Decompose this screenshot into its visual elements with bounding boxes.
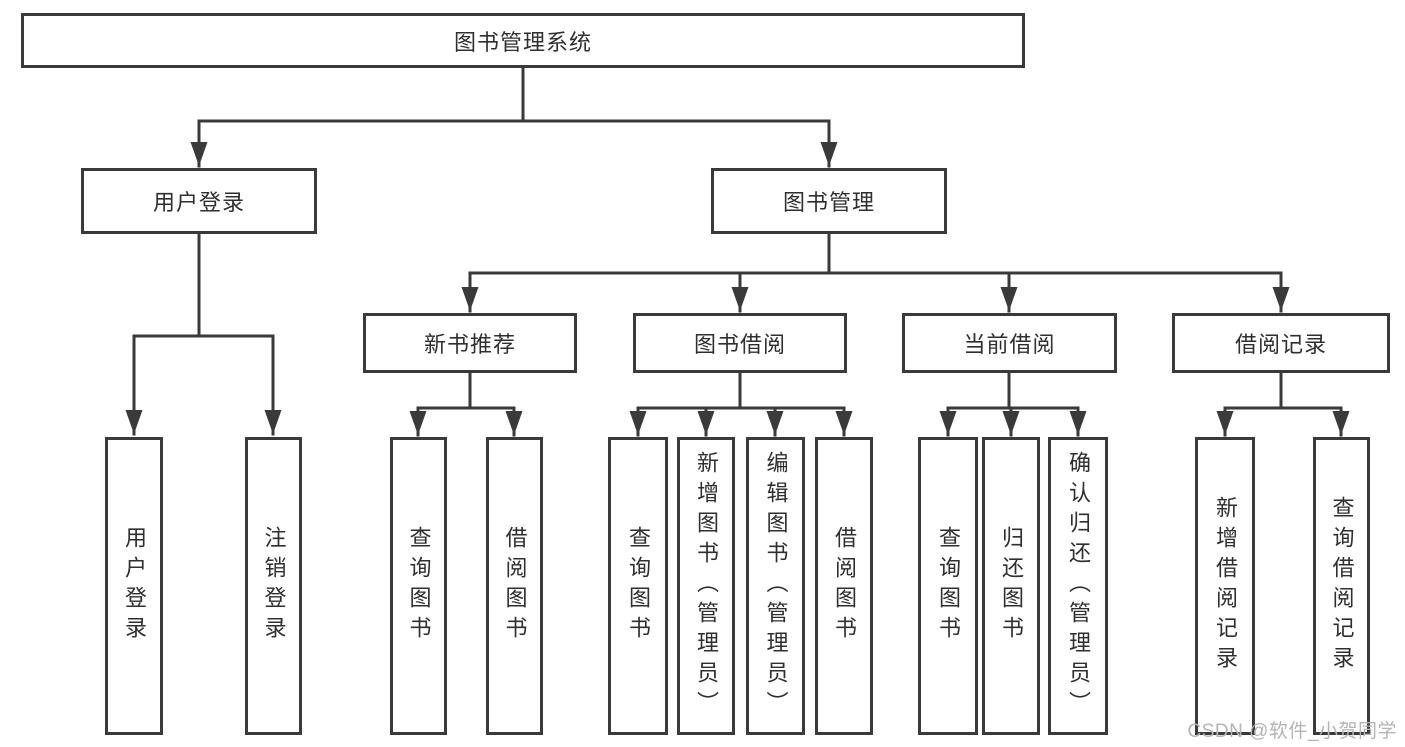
leaf-label: 查询图书 [626, 526, 651, 646]
leaf-label: 确认归还（管理员） [1066, 451, 1091, 721]
leaf-label: 新增图书（管理员） [694, 451, 719, 721]
leaf-edit-books-admin: 编辑图书（管理员） [746, 437, 805, 735]
leaf-query-books-recommend: 查询图书 [390, 437, 447, 735]
leaf-borrow-books-recommend: 借阅图书 [486, 437, 543, 735]
leaf-label: 借阅图书 [502, 526, 528, 646]
leaf-borrow-books: 借阅图书 [815, 437, 873, 735]
leaf-label: 归还图书 [999, 526, 1024, 646]
leaf-query-borrow-record: 查询借阅记录 [1313, 437, 1370, 735]
leaf-label: 查询图书 [406, 526, 432, 646]
leaf-query-books-current: 查询图书 [918, 437, 978, 735]
node-borrow-records: 借阅记录 [1172, 313, 1390, 373]
node-current-borrow: 当前借阅 [902, 313, 1117, 373]
leaf-add-borrow-record: 新增借阅记录 [1195, 437, 1255, 735]
leaf-user-login: 用户登录 [105, 437, 163, 735]
leaf-label: 查询借阅记录 [1329, 496, 1355, 676]
leaf-label: 借阅图书 [832, 526, 857, 646]
node-root-library-system: 图书管理系统 [21, 13, 1025, 68]
node-book-borrow: 图书借阅 [633, 313, 847, 373]
node-user-login: 用户登录 [81, 168, 317, 234]
leaf-confirm-return-admin: 确认归还（管理员） [1048, 437, 1108, 735]
leaf-add-books-admin: 新增图书（管理员） [677, 437, 735, 735]
leaf-label: 编辑图书（管理员） [763, 451, 789, 721]
leaf-query-books-borrow: 查询图书 [608, 437, 668, 735]
leaf-logout: 注销登录 [245, 437, 302, 735]
csdn-watermark: CSDN @软件_小贺同学 [1187, 721, 1397, 742]
leaf-label: 注销登录 [261, 526, 287, 646]
node-book-management: 图书管理 [711, 168, 947, 234]
leaf-return-books: 归还图书 [982, 437, 1040, 735]
leaf-label: 用户登录 [122, 526, 147, 646]
leaf-label: 新增借阅记录 [1213, 496, 1238, 676]
leaf-label: 查询图书 [936, 526, 961, 646]
node-new-book-recommend: 新书推荐 [363, 313, 577, 373]
